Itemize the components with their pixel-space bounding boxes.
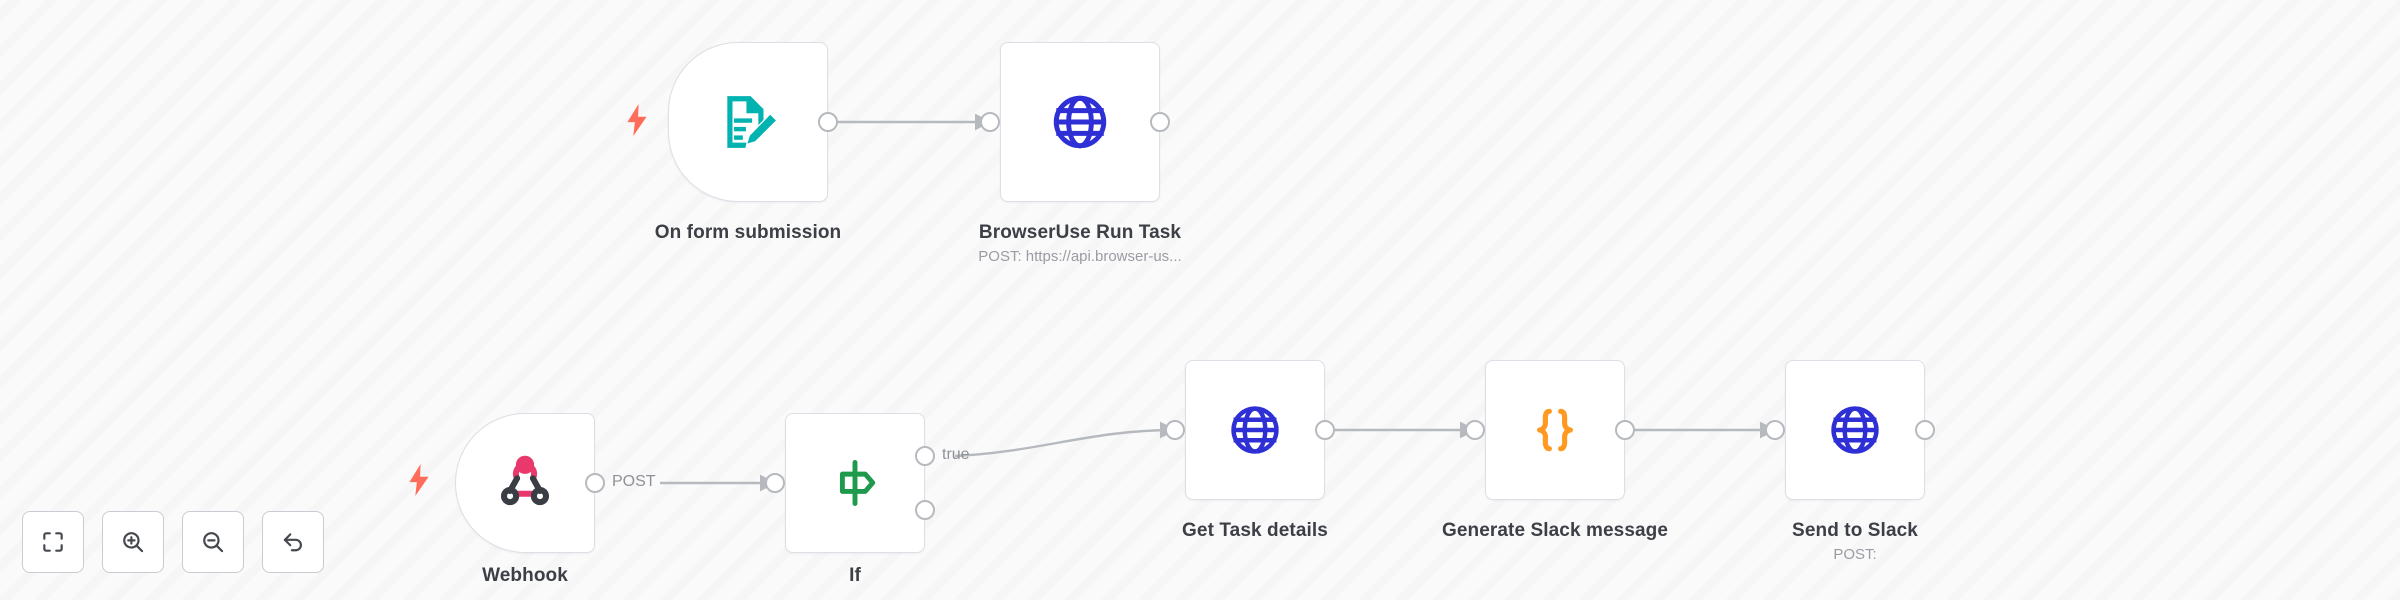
node-label-send-to-slack: Send to Slack <box>1792 520 1918 541</box>
node-browseruse-run-task[interactable] <box>1000 42 1160 202</box>
zoom-to-fit-button[interactable] <box>22 511 84 573</box>
code-braces-icon <box>1527 402 1583 458</box>
node-label-webhook: Webhook <box>482 565 568 586</box>
edge-if-true-to-get-task-details <box>954 421 1177 458</box>
port-input-get-task-details[interactable] <box>1165 420 1185 440</box>
node-label-on-form-submission: On form submission <box>654 222 842 243</box>
node-send-to-slack[interactable] <box>1785 360 1925 500</box>
node-webhook[interactable] <box>455 413 595 553</box>
node-get-task-details[interactable] <box>1185 360 1325 500</box>
port-output-webhook[interactable] <box>585 473 605 493</box>
node-if[interactable] <box>785 413 925 553</box>
node-sublabel-browseruse-run-task: POST: https://api.browser-us... <box>978 248 1182 265</box>
reset-zoom-button[interactable] <box>262 511 324 573</box>
form-edit-icon <box>717 91 779 153</box>
port-input-if[interactable] <box>765 473 785 493</box>
node-label-get-task-details: Get Task details <box>1182 520 1328 541</box>
globe-icon <box>1827 402 1883 458</box>
node-on-form-submission[interactable] <box>668 42 828 202</box>
signpost-icon <box>827 455 883 511</box>
globe-icon <box>1049 91 1111 153</box>
zoom-out-button[interactable] <box>182 511 244 573</box>
zoom-toolbar <box>22 511 324 573</box>
globe-icon <box>1227 402 1283 458</box>
port-input-browseruse-run-task[interactable] <box>980 112 1000 132</box>
port-output-on-form-submission[interactable] <box>818 112 838 132</box>
node-generate-slack-message[interactable] <box>1485 360 1625 500</box>
node-label-generate-slack-message: Generate Slack message <box>1441 520 1669 541</box>
port-output-generate-slack-message[interactable] <box>1615 420 1635 440</box>
port-output-browseruse-run-task[interactable] <box>1150 112 1170 132</box>
port-output-send-to-slack[interactable] <box>1915 420 1935 440</box>
port-output-if-false[interactable] <box>915 500 935 520</box>
node-label-browseruse-run-task: BrowserUse Run Task <box>978 222 1182 243</box>
port-output-if-true[interactable] <box>915 446 935 466</box>
zoom-out-icon <box>200 529 226 555</box>
zoom-to-fit-icon <box>40 529 66 555</box>
trigger-bolt-icon <box>406 464 432 496</box>
node-label-if: If <box>849 565 861 586</box>
edge-label-post: POST <box>612 473 656 490</box>
port-output-get-task-details[interactable] <box>1315 420 1335 440</box>
edge-label-true: true <box>942 446 970 463</box>
zoom-in-icon <box>120 529 146 555</box>
port-input-send-to-slack[interactable] <box>1765 420 1785 440</box>
port-input-generate-slack-message[interactable] <box>1465 420 1485 440</box>
node-sublabel-send-to-slack: POST: <box>1833 546 1877 563</box>
webhook-icon <box>497 455 553 511</box>
undo-arrow-icon <box>280 529 306 555</box>
zoom-in-button[interactable] <box>102 511 164 573</box>
trigger-bolt-icon <box>624 104 650 136</box>
